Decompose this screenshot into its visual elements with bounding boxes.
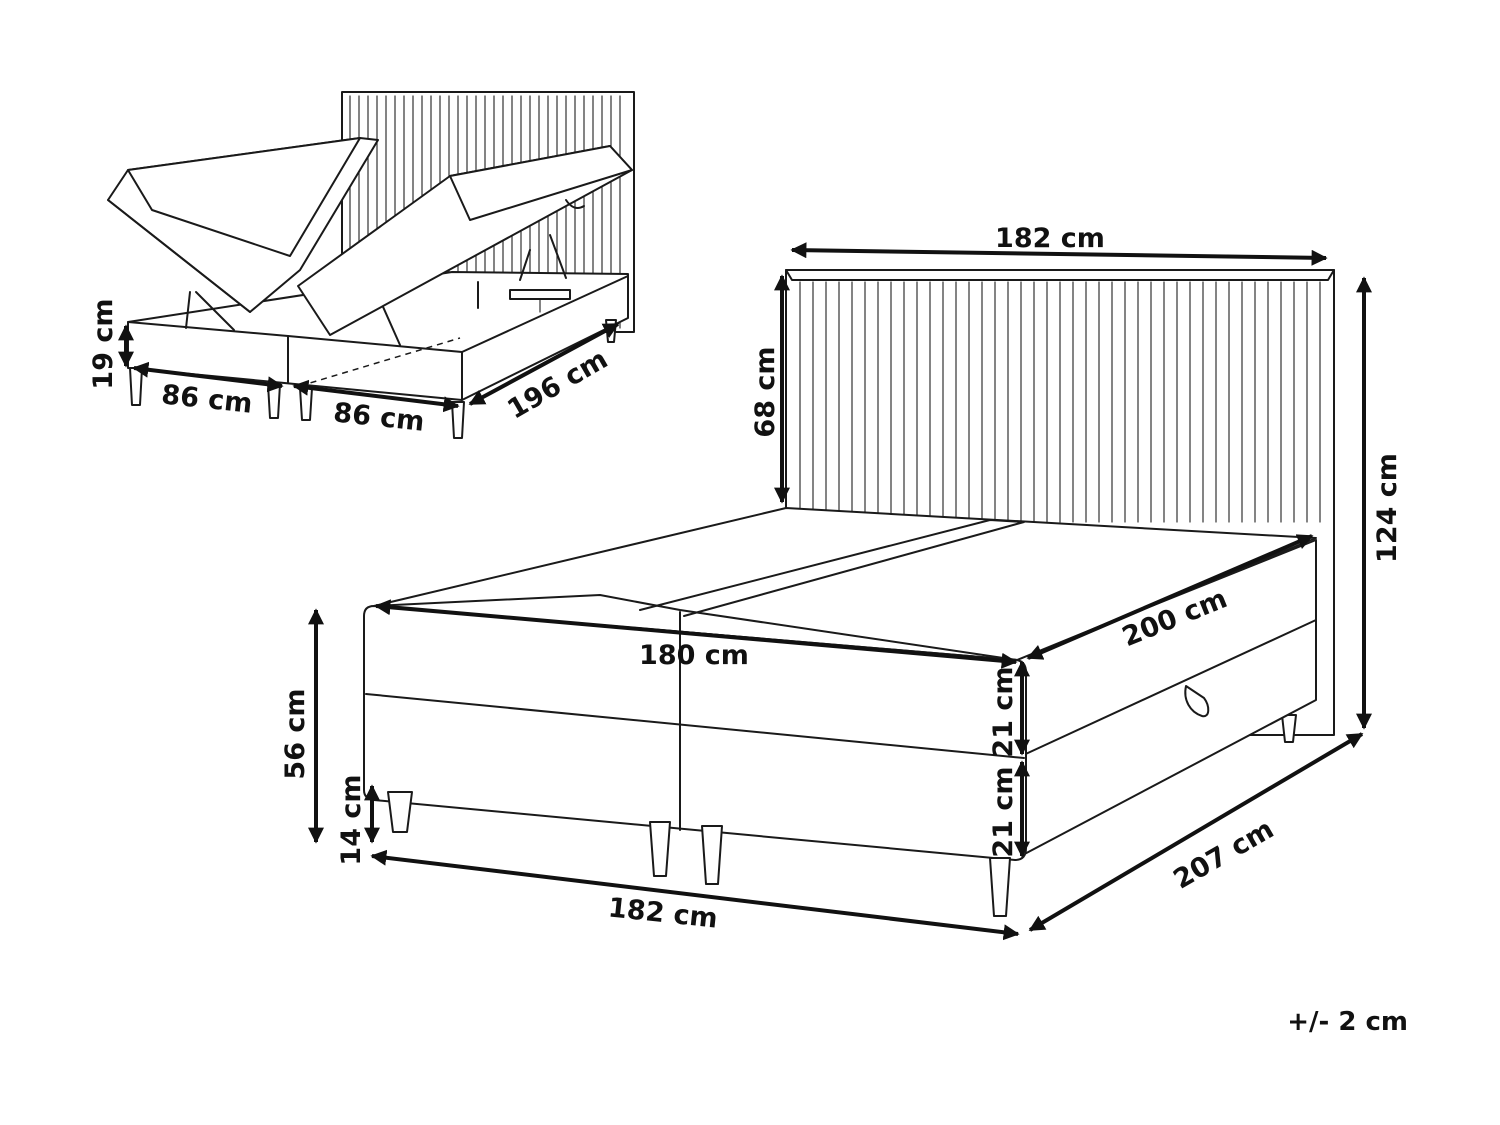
label-box-height: 21 cm: [988, 766, 1019, 857]
dim-storage-length: [468, 322, 620, 406]
dim-headboard-width: [790, 242, 1328, 266]
storage-handle: [1184, 685, 1210, 718]
label-mattress-width: 180 cm: [639, 640, 749, 671]
front-center-leg-left: [649, 821, 671, 877]
front-right-leg: [989, 857, 1011, 917]
label-headboard-height: 68 cm: [750, 346, 781, 437]
dimension-lines: [118, 242, 1372, 941]
label-frame-length: 207 cm: [1168, 814, 1279, 896]
small-leg-3: [299, 387, 313, 421]
label-bed-height: 56 cm: [280, 688, 311, 779]
dim-mattress-length: [1026, 534, 1314, 660]
label-headboard-width: 182 cm: [995, 223, 1105, 254]
dim-frame-width: [370, 849, 1020, 941]
front-left-leg: [387, 791, 413, 833]
label-total-height: 124 cm: [1372, 453, 1403, 563]
label-left-compartment: 86 cm: [160, 379, 254, 419]
back-right-leg: [1281, 714, 1297, 743]
label-topper-height: 21 cm: [988, 666, 1019, 757]
tolerance-note: +/- 2 cm: [1287, 1007, 1408, 1037]
front-center-leg-right: [701, 825, 723, 885]
dim-left-compartment: [132, 361, 284, 393]
small-leg-2: [267, 383, 281, 419]
left-lifted-lid: [107, 137, 379, 313]
small-leg-1: [129, 367, 143, 406]
label-storage-depth: 19 cm: [88, 298, 119, 389]
label-leg-height: 14 cm: [336, 774, 367, 865]
label-frame-width: 182 cm: [607, 892, 720, 934]
label-right-compartment: 86 cm: [332, 397, 426, 437]
dim-frame-length: [1028, 732, 1364, 932]
dim-mattress-width: [374, 599, 1018, 669]
hidden-edge: [299, 337, 461, 387]
headboard-ribs: [799, 281, 1321, 523]
dim-right-compartment: [292, 379, 460, 413]
right-lifted-lid: [297, 145, 633, 336]
